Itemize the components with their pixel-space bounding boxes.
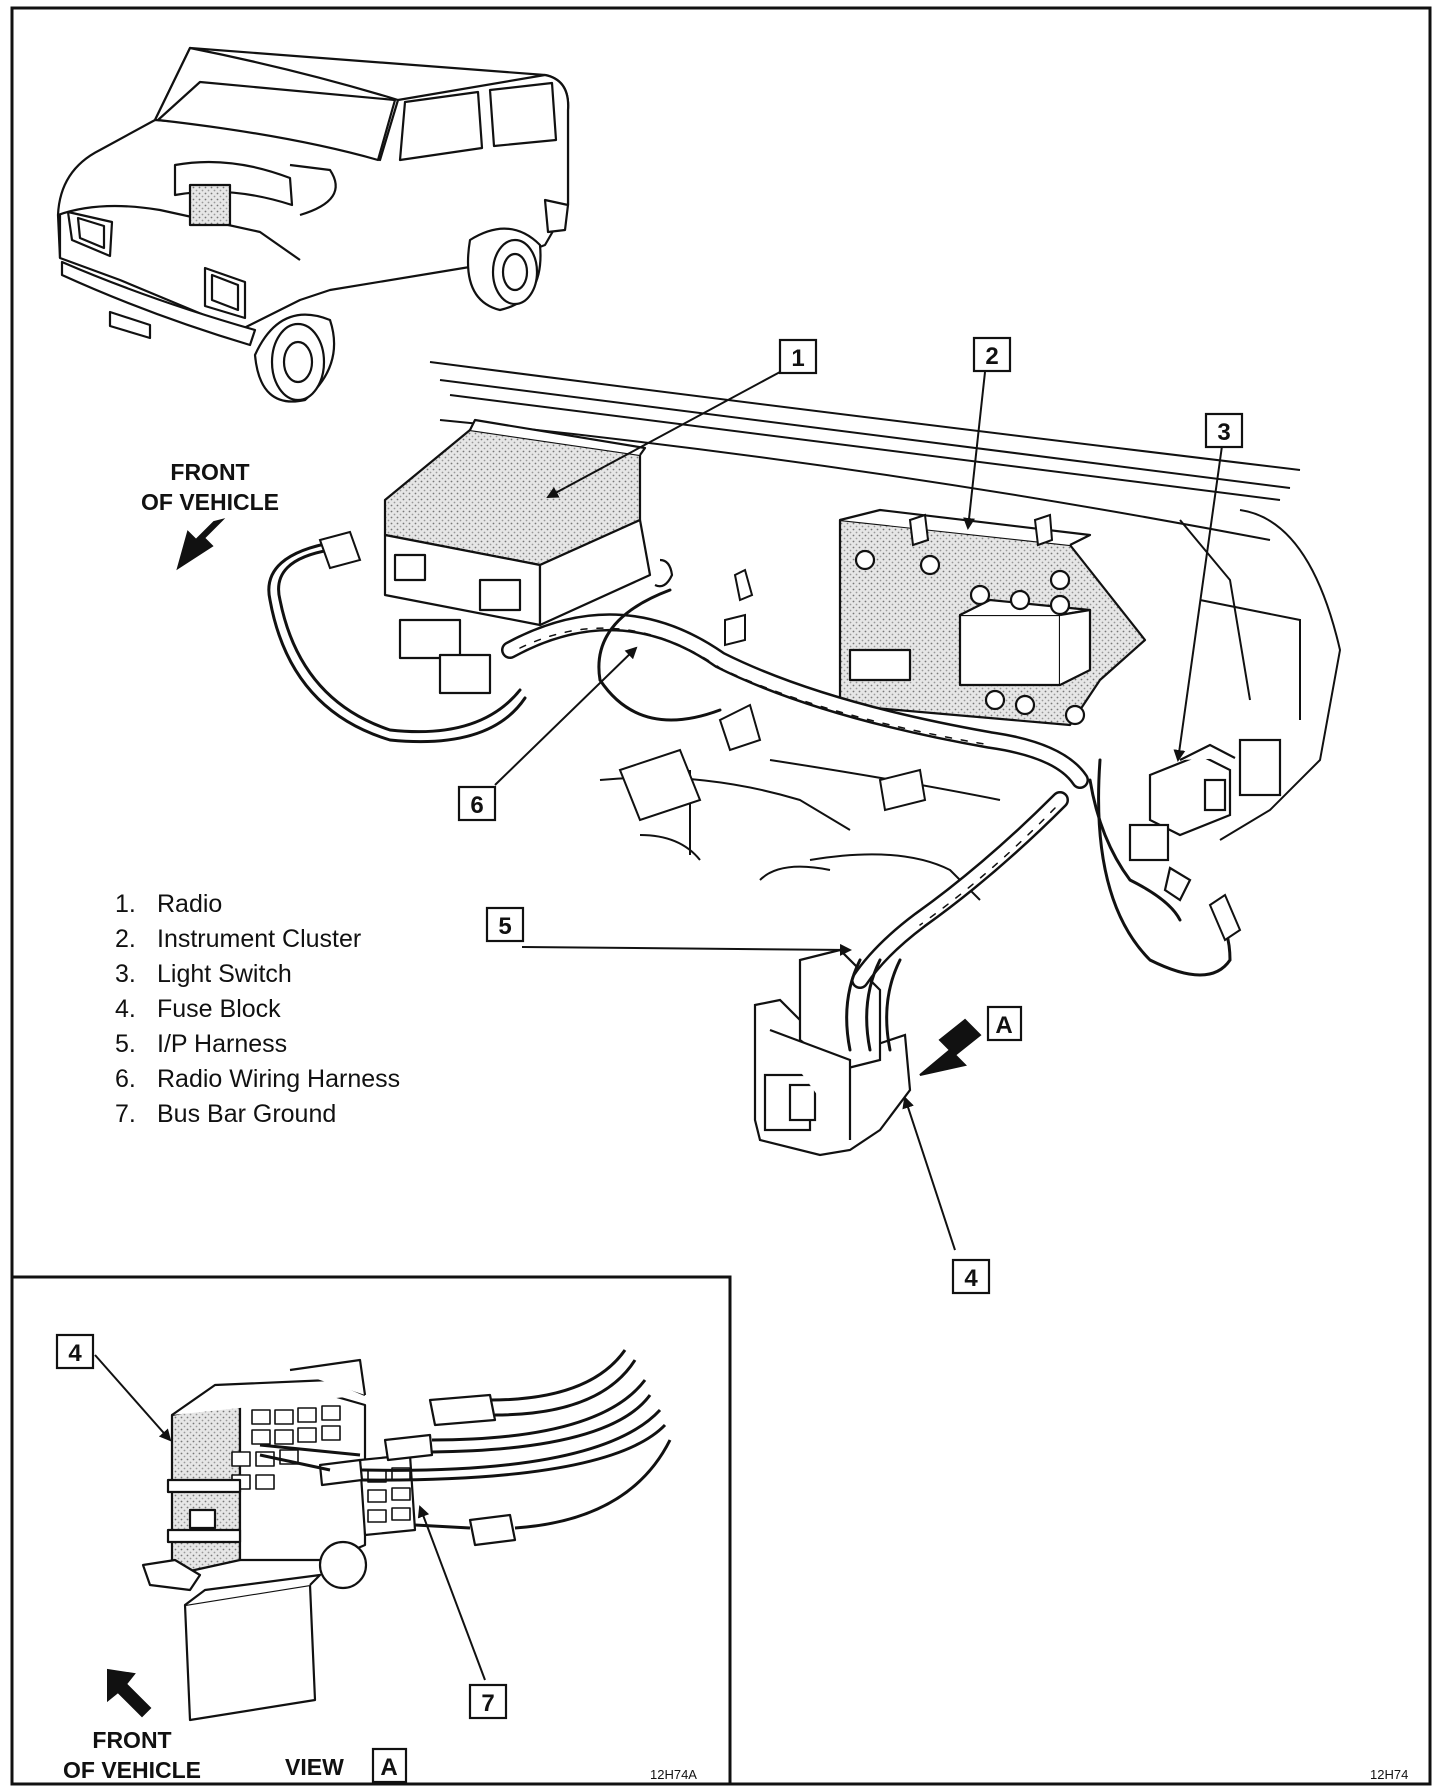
- view-a-arrow-icon: [919, 1018, 982, 1076]
- callout-5: 5: [485, 906, 525, 943]
- view-ref-a: A: [986, 1005, 1023, 1042]
- callout-2: 2: [972, 336, 1012, 373]
- svg-text:A: A: [995, 1012, 1012, 1039]
- svg-text:5: 5: [498, 913, 511, 940]
- view-label-box: A: [371, 1747, 408, 1784]
- legend-text: Instrument Cluster: [157, 925, 361, 953]
- callout-6: 6: [457, 785, 497, 822]
- leader-lines: [94, 371, 1223, 1681]
- legend-num: 2.: [115, 925, 136, 953]
- front-label-line2: OF VEHICLE: [141, 489, 279, 515]
- callout-4: 4: [951, 1258, 991, 1295]
- legend-text: Bus Bar Ground: [157, 1100, 336, 1128]
- instrument-cluster: [838, 508, 1147, 727]
- svg-text:2: 2: [985, 343, 998, 370]
- inset-border: [12, 1275, 732, 1784]
- callout-3: 3: [1204, 412, 1244, 449]
- legend-num: 7.: [115, 1100, 136, 1128]
- svg-text:1: 1: [791, 345, 804, 372]
- callout-4-inset: 4: [55, 1333, 95, 1370]
- inset-front-label-line2: OF VEHICLE: [63, 1757, 201, 1783]
- callout-1: 1: [778, 338, 818, 375]
- svg-text:4: 4: [964, 1265, 978, 1292]
- svg-text:A: A: [380, 1754, 397, 1781]
- svg-text:7: 7: [481, 1690, 494, 1717]
- view-label: VIEW: [285, 1754, 344, 1780]
- radio-unit: [383, 418, 674, 695]
- legend-text: Radio: [157, 890, 222, 918]
- light-switch: [1128, 738, 1282, 902]
- legend: 1. Radio 2. Instrument Cluster 3. Light …: [115, 890, 400, 1128]
- inset-front-arrow-icon: [107, 1668, 152, 1718]
- legend-text: I/P Harness: [157, 1030, 287, 1058]
- figure-code-main: 12H74: [1370, 1767, 1408, 1782]
- dash-structure: [429, 361, 1342, 901]
- inset-front-label-line1: FRONT: [92, 1727, 171, 1753]
- figure-code-inset: 12H74A: [650, 1767, 697, 1782]
- front-arrow-icon: [176, 518, 226, 571]
- legend-num: 4.: [115, 995, 136, 1023]
- legend-text: Light Switch: [157, 960, 292, 988]
- svg-text:4: 4: [68, 1340, 82, 1367]
- van-illustration: [56, 46, 570, 403]
- fuse-block-main: [753, 948, 912, 1157]
- legend-num: 6.: [115, 1065, 136, 1093]
- outer-border: [10, 6, 1432, 1786]
- legend-text: Radio Wiring Harness: [157, 1065, 400, 1093]
- legend-num: 1.: [115, 890, 136, 918]
- inset-view-a-drawing: [141, 1349, 672, 1722]
- legend-text: Fuse Block: [157, 995, 281, 1023]
- legend-num: 3.: [115, 960, 136, 988]
- svg-text:6: 6: [470, 792, 483, 819]
- callout-7: 7: [468, 1683, 508, 1720]
- legend-num: 5.: [115, 1030, 136, 1058]
- wiring-harness: [267, 513, 1242, 1052]
- front-label-line1: FRONT: [170, 459, 249, 485]
- svg-text:3: 3: [1217, 419, 1230, 446]
